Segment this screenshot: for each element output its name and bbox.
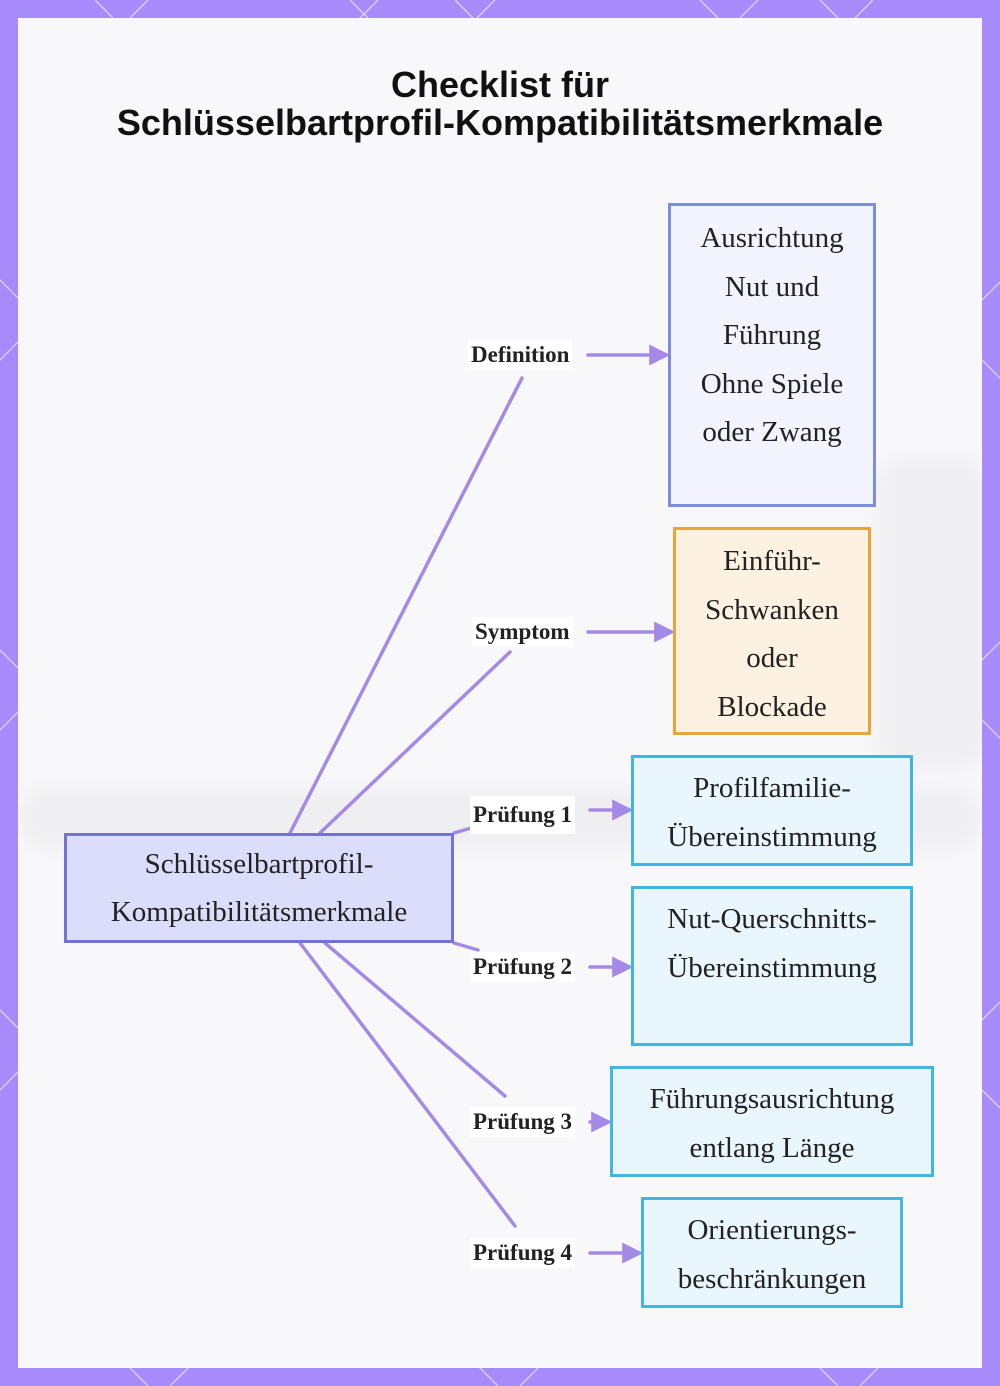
branch-label-definition: Definition — [468, 340, 573, 370]
title-line-1: Checklist für — [390, 64, 610, 105]
leaf-check-2-line-1: Nut-Querschnitts- — [667, 903, 877, 935]
connector-root-check-3 — [323, 941, 507, 1098]
leaf-check-4-line-2: beschränkungen — [677, 1262, 867, 1295]
leaf-symptom-line-3: oder — [746, 642, 798, 674]
root-line-1: Schlüsselbartprofil- — [144, 848, 374, 880]
leaf-symptom: Einführ- Schwanken oder Blockade — [673, 527, 871, 735]
connector-root-check-4 — [298, 941, 517, 1228]
leaf-check-1-line-1: Profilfamilie- — [693, 772, 851, 804]
leaf-definition-line-1: Ausrichtung — [700, 222, 844, 254]
leaf-symptom-line-4: Blockade — [717, 690, 827, 723]
leaf-check-2-line-2: Übereinstimmung — [667, 951, 877, 984]
connector-root-definition — [288, 376, 524, 835]
branch-label-check-2: Prüfung 2 — [470, 952, 576, 982]
diagram-title: Checklist für Schlüsselbartprofil-Kompat… — [0, 66, 1000, 142]
leaf-definition-line-2: Nut und — [724, 270, 820, 303]
leaf-check-3-line-1: Führungsausrichtung — [649, 1083, 895, 1115]
leaf-check-3: Führungsausrichtung entlang Länge — [610, 1066, 934, 1177]
title-line-2: Schlüsselbartprofil-Kompatibilitätsmerkm… — [116, 102, 884, 143]
background-blur-shape — [878, 458, 982, 768]
connector-root-check-2 — [452, 941, 480, 952]
leaf-definition-line-3: Führung — [722, 319, 822, 351]
leaf-definition: Ausrichtung Nut und Führung Ohne Spiele … — [668, 203, 876, 507]
leaf-symptom-line-1: Einführ- — [723, 545, 821, 577]
leaf-definition-line-5: oder Zwang — [702, 416, 842, 448]
leaf-definition-line-4: Ohne Spiele — [700, 367, 844, 400]
leaf-check-2: Nut-Querschnitts- Übereinstimmung — [631, 886, 913, 1046]
connector-root-symptom — [318, 650, 512, 835]
leaf-check-3-line-2: entlang Länge — [689, 1131, 855, 1164]
leaf-check-4: Orientierungs- beschränkungen — [641, 1197, 903, 1308]
leaf-check-1-line-2: Übereinstimmung — [667, 820, 877, 853]
branch-label-check-3: Prüfung 3 — [470, 1107, 576, 1137]
leaf-check-1: Profilfamilie- Übereinstimmung — [631, 755, 913, 866]
leaf-check-4-line-1: Orientierungs- — [687, 1214, 857, 1246]
branch-label-check-4: Prüfung 4 — [470, 1238, 576, 1268]
root-line-2: Kompatibilitätsmerkmale — [110, 896, 408, 928]
root-node: Schlüsselbartprofil- Kompatibilitätsmerk… — [64, 833, 454, 943]
branch-label-symptom: Symptom — [472, 617, 573, 647]
leaf-symptom-line-2: Schwanken — [705, 593, 839, 626]
branch-label-check-1: Prüfung 1 — [470, 796, 576, 834]
